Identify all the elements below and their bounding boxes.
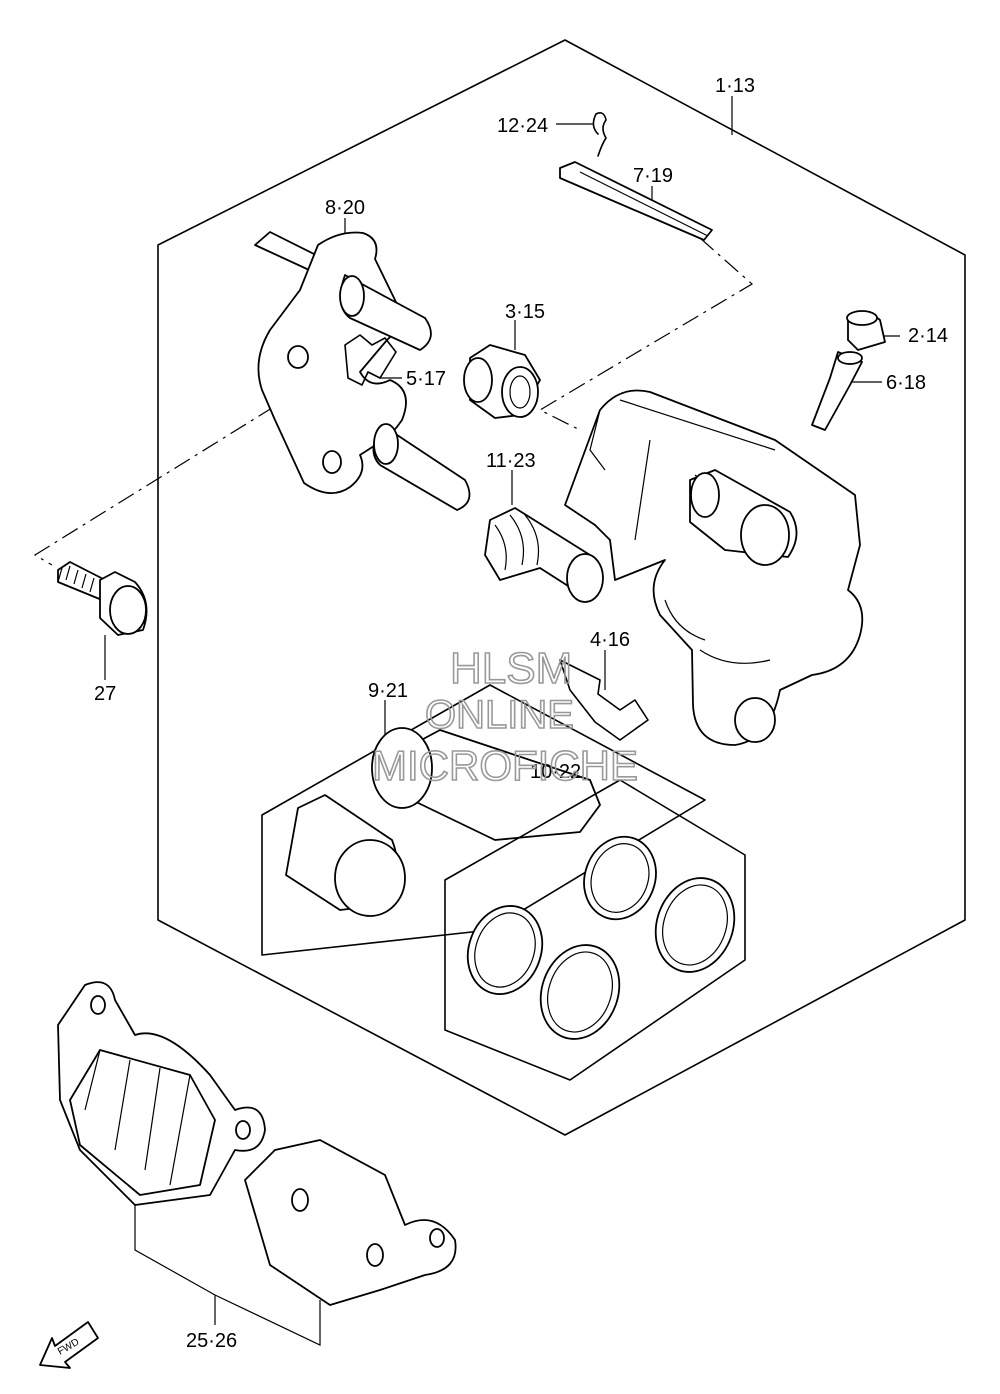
pistons-part-9 [261,684,706,956]
label-part-3: 3·15 [505,301,545,323]
watermark-line-2: ONLINE [425,693,574,737]
boot-part-3 [463,344,541,419]
boot-part-11 [484,507,604,603]
pin-center-line [538,237,754,431]
watermark-line-1: HLSM [450,644,572,693]
bleeder-cap-part-2 [846,310,886,351]
fwd-arrow-icon: FWD [39,1321,99,1369]
label-part-9: 9·21 [368,680,408,702]
label-part-8: 8·20 [325,197,365,219]
label-part-12: 12·24 [497,115,548,137]
brake-pads-part-25 [57,981,457,1346]
bleeder-valve-part-6 [811,351,863,431]
label-part-1: 1·13 [715,75,755,97]
label-part-2: 2·14 [908,325,948,347]
spring-plate-part-4 [559,659,649,741]
label-part-6: 6·18 [886,372,926,394]
bracket-part-8 [254,231,471,511]
caliper-body-part-1 [564,389,864,746]
label-part-25: 25·26 [186,1330,237,1352]
label-part-5: 5·17 [406,368,446,390]
spring-part-5 [344,334,397,386]
bolt-part-27 [57,561,148,636]
pad-pin-part-7 [559,161,713,241]
watermark-line-3: MICROFICHE [372,742,638,789]
label-part-7: 7·19 [633,165,673,187]
label-part-4: 4·16 [590,629,630,651]
assembly-outline [157,39,966,1136]
clip-part-12 [592,112,607,157]
seals-part-10 [444,779,746,1081]
label-part-10: 10·22 [530,761,581,783]
bolt-center-line [33,371,331,566]
label-part-11: 11·23 [486,450,536,472]
label-part-27: 27 [94,683,116,705]
